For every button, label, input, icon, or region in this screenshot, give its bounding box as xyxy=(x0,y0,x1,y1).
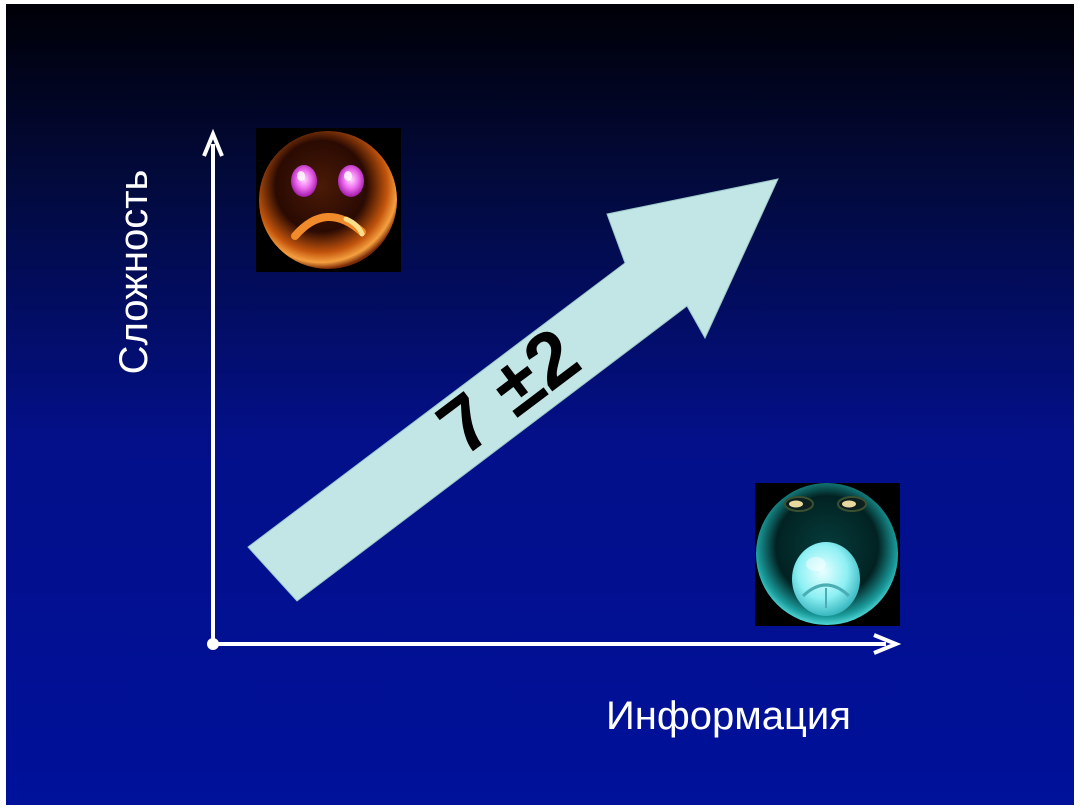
axis-origin xyxy=(207,638,219,650)
sad-face-icon xyxy=(256,128,401,272)
trend-arrow xyxy=(247,178,779,602)
complexity-diagram: 7 ±2 xyxy=(202,128,902,655)
y-axis xyxy=(202,128,224,644)
surprised-face-icon xyxy=(755,483,900,626)
y-axis-label: Сложность xyxy=(112,169,156,375)
x-axis xyxy=(213,633,902,655)
x-axis-label: Информация xyxy=(606,694,851,738)
slide: 7 ±2 Сложность Информация xyxy=(6,4,1074,805)
